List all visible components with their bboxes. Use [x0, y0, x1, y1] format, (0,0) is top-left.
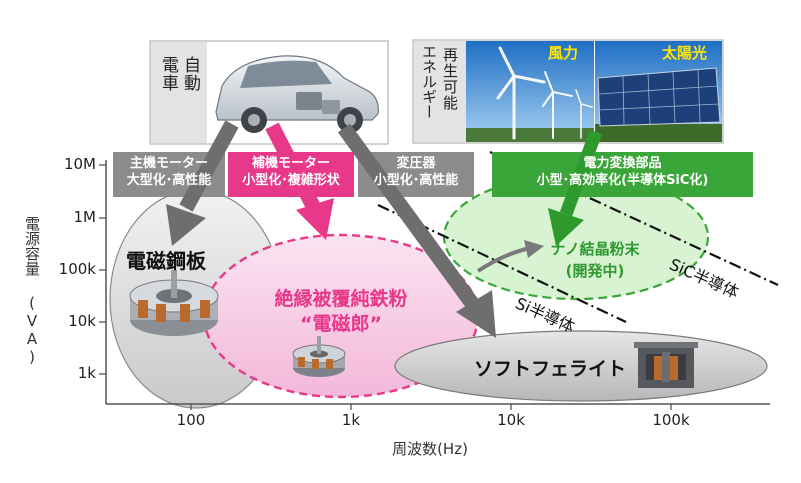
car-label-line1: 自動 [180, 56, 200, 92]
renewable-label-bg [414, 41, 466, 142]
arrow-renewable-to-nano [548, 129, 603, 246]
y-tick-label-10M: 10M [63, 155, 96, 173]
category-power-conversion-title: 電力変換部品 [583, 156, 662, 171]
arrow-car-to-steel [166, 120, 239, 246]
x-axis-label: 周波数(Hz) [392, 440, 468, 458]
category-aux-motor-title: 補機モーター [251, 156, 330, 171]
category-transformer-title: 変圧器 [396, 156, 436, 171]
category-box-power-conversion [492, 152, 753, 197]
x-tick-label-100k: 100k [652, 411, 690, 429]
steel-region-label: 電磁鋼板 [126, 249, 206, 273]
nano-region-label-line2: (開発中) [565, 262, 625, 280]
iron-powder-motor-image [292, 336, 346, 377]
renewable-label-line1: 再生可能 [441, 47, 459, 111]
ferrite-core-image [634, 342, 698, 388]
x-tick-label-10k: 10k [497, 411, 525, 429]
solar-label: 太陽光 [662, 44, 708, 62]
y-tick-label-1M: 1M [73, 208, 97, 226]
category-aux-motor-sub: 小型化･複雑形状 [242, 173, 340, 188]
car-label-line2: 電車 [158, 56, 178, 92]
y-axis-label: 電源容量 (VA) [23, 216, 41, 366]
arrow-car-to-ferrite [337, 123, 496, 338]
category-main-motor-title: 主機モーター [129, 156, 208, 171]
iron-region-label-line1: 絶縁被覆純鉄粉 [274, 288, 408, 310]
renewable-label-line2: エネルギー [420, 44, 438, 119]
arrow-car-to-iron [265, 122, 334, 240]
solar-panel-photo [595, 41, 722, 142]
category-main-motor-sub: 大型化･高性能 [126, 173, 212, 188]
steel-motor-image [129, 270, 219, 336]
y-tick-label-1k: 1k [77, 364, 96, 382]
wind-turbine-photo [466, 41, 594, 142]
y-tick-label-100k: 100k [58, 260, 96, 278]
x-ticks [190, 404, 672, 410]
car-illustration [215, 55, 379, 133]
y-tick-label-10k: 10k [68, 312, 96, 330]
x-tick-label-100: 100 [176, 411, 206, 429]
iron-region-label-line2: “電磁郎” [300, 313, 382, 335]
category-power-conversion-sub: 小型･高効率化(半導体SiC化) [536, 173, 709, 188]
category-power-conversion-text: 電力変換部品 小型･高効率化(半導体SiC化) [492, 155, 753, 189]
category-main-motor-text: 主機モーター 大型化･高性能 [113, 155, 225, 189]
nano-region-label-line1: ナノ結晶粉末 [550, 240, 640, 258]
wind-label: 風力 [548, 44, 579, 62]
arrow-ferrite-to-nano [476, 240, 544, 273]
category-transformer-sub: 小型化･高性能 [373, 173, 459, 188]
category-transformer-text: 変圧器 小型化･高性能 [358, 155, 474, 189]
ferrite-region-label: ソフトフェライト [474, 358, 627, 380]
category-aux-motor-text: 補機モーター 小型化･複雑形状 [228, 155, 354, 189]
x-tick-label-1k: 1k [341, 411, 361, 429]
car-label-bg [151, 42, 207, 143]
y-ticks [99, 164, 106, 375]
